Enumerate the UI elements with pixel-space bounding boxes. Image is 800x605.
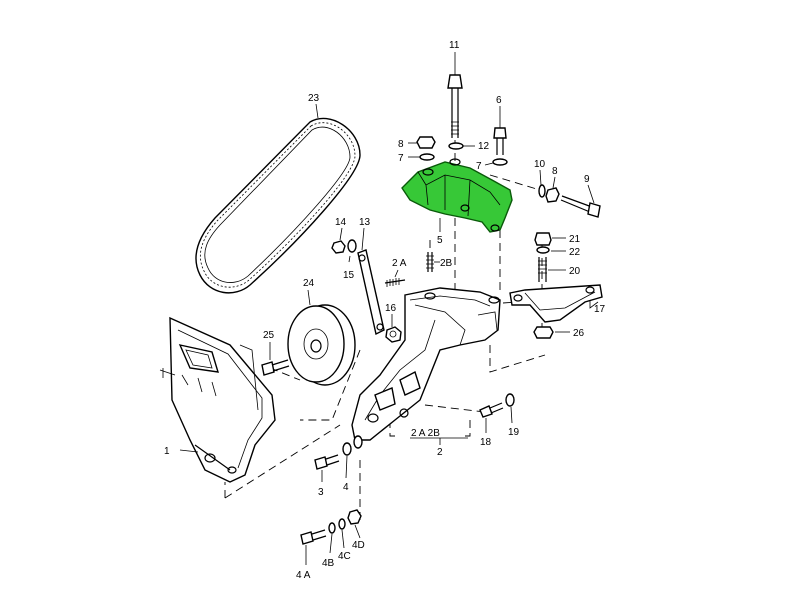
main-bracket[interactable] — [351, 287, 501, 441]
washer-4b[interactable] — [328, 522, 336, 534]
callout-17: 17 — [594, 304, 606, 315]
callout-21: 21 — [569, 234, 581, 245]
washer-7-left[interactable] — [419, 153, 435, 161]
callout-2a-2b: 2 A 2B — [411, 428, 440, 439]
stud-20[interactable] — [538, 257, 547, 282]
callout-labels: 11 6 8 12 7 7 10 8 9 23 5 14 13 21 22 2 … — [164, 40, 606, 581]
callout-7-right: 7 — [476, 161, 482, 172]
bolt-3[interactable] — [314, 454, 340, 470]
washer-19[interactable] — [505, 393, 515, 407]
callout-16: 16 — [385, 303, 397, 314]
bolt-9[interactable] — [560, 195, 601, 218]
callout-10: 10 — [534, 159, 546, 170]
callout-14: 14 — [335, 217, 347, 228]
callout-1: 1 — [164, 446, 170, 457]
callout-4c: 4C — [338, 551, 351, 562]
nut-8-right[interactable] — [545, 187, 560, 203]
callout-2: 2 — [437, 447, 443, 458]
callout-19: 19 — [508, 427, 520, 438]
callout-4: 4 — [343, 482, 349, 493]
washer-15[interactable] — [347, 239, 357, 253]
callout-4b: 4B — [322, 558, 335, 569]
washer-12[interactable] — [448, 142, 464, 150]
callout-23: 23 — [308, 93, 320, 104]
callout-22: 22 — [569, 247, 581, 258]
callout-12: 12 — [478, 141, 490, 152]
callout-15: 15 — [343, 270, 355, 281]
callout-18: 18 — [480, 437, 492, 448]
callout-2a-top: 2 A — [392, 258, 407, 269]
spacer[interactable] — [353, 435, 363, 449]
nut-16[interactable] — [385, 326, 402, 343]
callout-9: 9 — [584, 174, 590, 185]
washer-22[interactable] — [536, 246, 550, 254]
callout-24: 24 — [303, 278, 315, 289]
callout-26: 26 — [573, 328, 585, 339]
callout-2b-top: 2B — [440, 258, 453, 269]
bolt-4a[interactable] — [300, 529, 327, 545]
callout-25: 25 — [263, 330, 275, 341]
callout-11: 11 — [449, 40, 460, 51]
washer-4[interactable] — [342, 442, 352, 456]
callout-3: 3 — [318, 487, 324, 498]
tensioner-bracket-highlighted[interactable] — [401, 158, 513, 233]
callout-4d: 4D — [352, 540, 365, 551]
washer-10[interactable] — [538, 184, 546, 198]
nut-14[interactable] — [331, 240, 346, 254]
belt-cover[interactable] — [159, 316, 276, 483]
callout-8-right: 8 — [552, 166, 558, 177]
bolt-11[interactable] — [447, 74, 463, 138]
callout-20: 20 — [569, 266, 581, 277]
callout-5: 5 — [437, 235, 443, 246]
stud-2b[interactable] — [426, 252, 434, 272]
washer-7-right[interactable] — [492, 158, 508, 166]
bracket-17[interactable] — [509, 284, 603, 323]
drive-belt[interactable] — [195, 117, 361, 294]
bolt-18[interactable] — [479, 402, 504, 418]
callout-6: 6 — [496, 95, 502, 106]
callout-4a: 4 A — [296, 570, 311, 581]
washer-4c[interactable] — [338, 518, 346, 530]
nut-26[interactable] — [533, 326, 554, 339]
adjusting-strap[interactable] — [357, 249, 385, 336]
bolt-6[interactable] — [493, 127, 507, 155]
stud-2a[interactable] — [384, 278, 406, 287]
leader-lines — [179, 52, 599, 565]
bolt-25[interactable] — [261, 359, 290, 376]
nut-8-left[interactable] — [416, 136, 436, 149]
nut-21[interactable] — [534, 232, 552, 246]
pulley[interactable] — [287, 304, 356, 386]
callout-7-left: 7 — [398, 153, 404, 164]
callout-8-left: 8 — [398, 139, 404, 150]
callout-13: 13 — [359, 217, 371, 228]
nut-4d[interactable] — [347, 509, 362, 525]
